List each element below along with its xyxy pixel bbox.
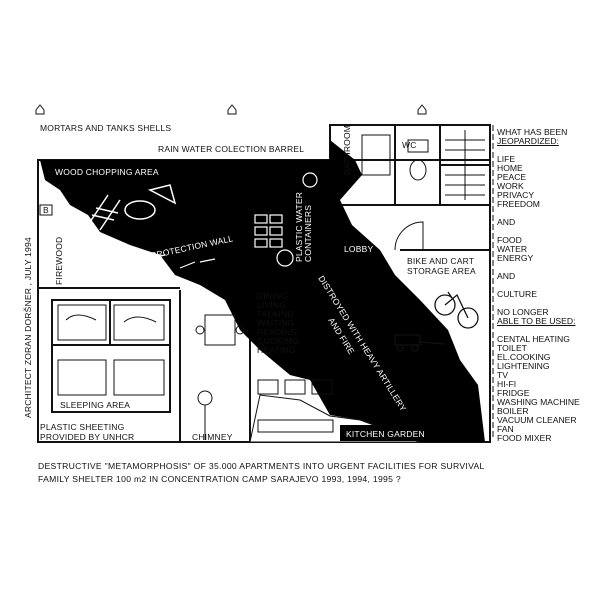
sidebar-heading: ABLE TO BE USED: <box>497 316 576 326</box>
furniture <box>57 304 334 440</box>
activity: LIVING <box>257 300 286 310</box>
wall-mark-box <box>39 204 53 216</box>
lobby-label: LOBBY <box>344 244 373 254</box>
plastic-sheeting-label-2: PROVIDED BY UNHCR <box>40 432 134 442</box>
bike-label-2: STORAGE AREA <box>407 266 476 276</box>
mortars-label: MORTARS AND TANKS SHELLS <box>40 123 171 133</box>
wood-chopping-label: WOOD CHOPPING AREA <box>55 167 159 177</box>
door <box>394 221 424 251</box>
bathroom-label: BATHROOM <box>342 125 352 175</box>
plastic-sheeting-label-1: PLASTIC SHEETING <box>40 422 124 432</box>
plastic-water-label-1: PLASTIC WATER <box>294 192 304 262</box>
list-item: CENTAL HEATING <box>497 334 570 344</box>
cart-icon <box>394 334 446 352</box>
list-item: HOME <box>497 163 523 173</box>
caption-line-2: FAMILY SHELTER 100 m2 IN CONCENTRATION C… <box>38 474 401 484</box>
list-item: EL.COOKING <box>497 352 551 362</box>
wood-chopping-items <box>87 184 177 231</box>
bike-label-1: BIKE AND CART <box>407 256 474 266</box>
list-item: WASHING MACHINE <box>497 397 580 407</box>
kitchen-garden-box <box>340 425 465 441</box>
stairs <box>445 130 485 200</box>
sandbags <box>54 244 216 279</box>
list-item: BOILER <box>497 406 529 416</box>
list-item: TOILET <box>497 343 527 353</box>
rain-barrel-label: RAIN WATER COLECTION BARREL <box>158 144 304 154</box>
jeopardized-sidebar: WHAT HAS BEEN JEOPARDIZED: LIFE HOME PEA… <box>497 128 580 443</box>
plastic-water-label-2: CONTAINERS <box>303 205 313 262</box>
list-item: LIFE <box>497 154 516 164</box>
bicycle-icon <box>434 291 479 329</box>
list-item: AND <box>497 271 516 281</box>
shell-markers <box>35 104 427 115</box>
architect-credit: ARCHITECT ZORAN DORŠNER , JULY 1994 <box>23 237 33 418</box>
wc-label: WC <box>402 140 417 150</box>
sidebar-heading: JEOPARDIZED: <box>497 136 559 146</box>
list-item: PEACE <box>497 172 527 182</box>
list-item: WORK <box>497 181 524 191</box>
list-item: TV <box>497 370 508 380</box>
list-item: HI-FI <box>497 379 517 389</box>
activity: HEATING <box>257 345 296 355</box>
sidebar-heading: WHAT HAS BEEN <box>497 127 568 137</box>
activity: DINING <box>257 291 288 301</box>
list-item: FREEDOM <box>497 199 540 209</box>
activity: TALKING <box>257 309 294 319</box>
activity: READING <box>257 327 297 337</box>
list-item: FOOD <box>497 235 522 245</box>
list-item: VACUUM CLEANER <box>497 415 577 425</box>
activities-list: DINING LIVING TALKING WAITING READING CO… <box>257 291 299 355</box>
list-item: AND <box>497 217 516 227</box>
firewood-label: FIREWOOD <box>54 237 64 285</box>
list-item: LIGHTENING <box>497 361 550 371</box>
list-item: FRIDGE <box>497 388 530 398</box>
bathroom-fixtures <box>361 134 429 181</box>
list-item: WATER <box>497 244 528 254</box>
list-item: FAN <box>497 424 514 434</box>
list-item: CULTURE <box>497 289 537 299</box>
caption-line-1: DESTRUCTIVE "METAMORPHOSIS" OF 35.000 AP… <box>38 461 485 471</box>
kitchen-garden-label: KITCHEN GARDEN <box>346 429 425 439</box>
list-item: ENERGY <box>497 253 534 263</box>
activity: COOKING <box>257 336 299 346</box>
activity: WAITING <box>257 318 294 328</box>
water-containers <box>254 172 318 267</box>
chimney-label: CHIMNEY <box>192 432 233 442</box>
list-item: PRIVACY <box>497 190 535 200</box>
sleeping-label: SLEEPING AREA <box>60 400 130 410</box>
sidebar-heading: NO LONGER <box>497 307 549 317</box>
list-item: FOOD MIXER <box>497 433 552 443</box>
wall-mark: B <box>43 205 49 215</box>
